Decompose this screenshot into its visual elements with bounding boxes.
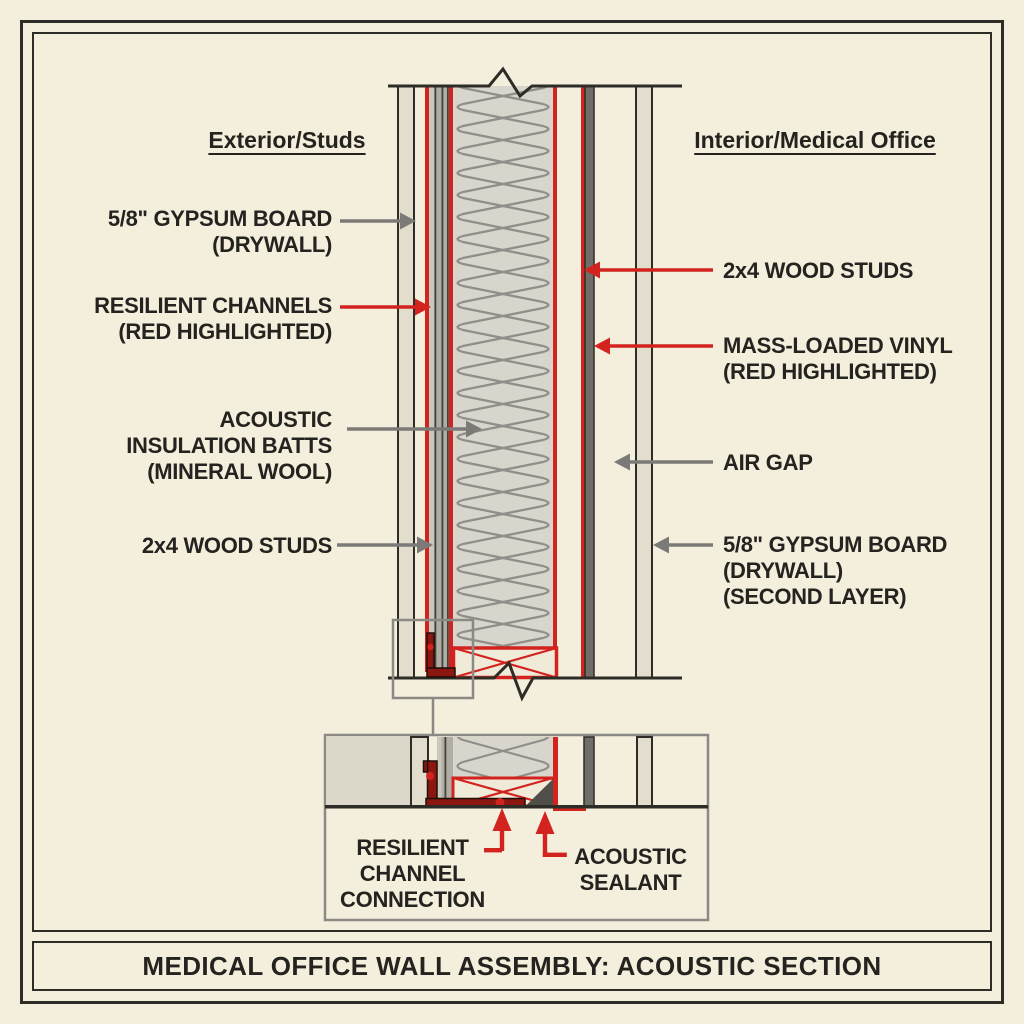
detail-view	[323, 733, 710, 922]
label-insulation: ACOUSTIC INSULATION BATTS (MINERAL WOOL)	[126, 407, 332, 484]
detail-insulation-pattern	[453, 737, 553, 778]
arrowhead-studs-left	[417, 536, 433, 554]
label-studs-right: 2x4 WOOD STUDS	[723, 258, 914, 283]
detail-acoustic-sealant	[526, 779, 553, 806]
arrowhead-mlv	[594, 337, 610, 355]
detail-arrow-sealant	[535, 811, 555, 834]
arrowhead-gypsum-left	[400, 212, 416, 230]
arrowhead-air-gap	[614, 453, 630, 471]
detail-left-panel	[327, 737, 412, 806]
insulation-batt-pattern	[453, 86, 553, 648]
layer-resilient-channel-highlight	[425, 86, 429, 672]
label-gypsum-right: 5/8" GYPSUM BOARD (DRYWALL) (SECOND LAYE…	[723, 532, 948, 609]
wall-top-break-line	[388, 66, 682, 99]
label-studs-left: 2x4 WOOD STUDS	[141, 533, 332, 558]
arrowhead-resilient-channels	[415, 298, 431, 316]
resilient-channel-foot	[426, 667, 456, 678]
annotation-arrows	[337, 212, 713, 554]
layer-cavity-left-red-line	[449, 86, 453, 672]
label-gypsum-left: 5/8" GYPSUM BOARD (DRYWALL)	[107, 206, 332, 257]
resilient-channel-profile	[426, 632, 435, 672]
layer-gypsum-exterior	[397, 85, 415, 679]
layer-mass-loaded-vinyl	[584, 85, 595, 679]
channel-seam	[434, 86, 437, 670]
channel-seam	[447, 86, 449, 670]
channel-seam	[441, 86, 444, 670]
arrowhead-gypsum-right	[653, 536, 669, 554]
detail-arrow-elbow	[484, 848, 502, 853]
detail-arrow-shaft	[542, 833, 548, 857]
detail-gypsum-interior	[636, 736, 653, 807]
detail-stud-strip-light	[437, 737, 442, 800]
arrowhead-studs-right	[584, 261, 600, 279]
label-acoustic-sealant: ACOUSTIC SEALANT	[574, 844, 687, 895]
layer-mlv-highlight	[581, 86, 585, 678]
detail-mass-loaded-vinyl	[583, 736, 595, 807]
detail-stud-seam	[444, 737, 447, 800]
page-title: MEDICAL OFFICE WALL ASSEMBLY: ACOUSTIC S…	[142, 950, 882, 981]
main-wall-section	[388, 66, 682, 736]
detail-channel-bar	[426, 760, 438, 802]
channel-strip-light	[429, 86, 434, 670]
label-resilient-channel-connection: RESILIENT CHANNEL CONNECTION	[340, 835, 485, 912]
inner-frame	[32, 32, 992, 932]
bottom-plate-x	[453, 646, 557, 679]
detail-channel-dot-top	[426, 772, 434, 780]
arrowhead-insulation	[466, 420, 482, 438]
detail-arrow-elbow	[542, 852, 567, 857]
layer-gypsum-interior	[635, 85, 653, 679]
detail-arrow-channel-connection	[492, 808, 512, 831]
label-mlv: MASS-LOADED VINYL (RED HIGHLIGHTED)	[723, 333, 953, 384]
detail-channel-dot-foot	[495, 798, 505, 807]
outer-frame	[20, 20, 1004, 1004]
detail-mlv-highlight-vertical	[553, 737, 558, 810]
heading-interior: Interior/Medical Office	[694, 127, 936, 153]
detail-arrow-shaft	[499, 830, 505, 851]
label-air-gap: AIR GAP	[723, 450, 813, 475]
channel-fastener-dot	[427, 643, 434, 651]
detail-floor-line	[325, 805, 708, 809]
label-resilient-channels: RESILIENT CHANNELS (RED HIGHLIGHTED)	[94, 293, 332, 344]
heading-exterior: Exterior/Studs	[208, 127, 366, 153]
layer-cavity-right-red-line	[553, 86, 557, 648]
title-bar: MEDICAL OFFICE WALL ASSEMBLY: ACOUSTIC S…	[32, 941, 992, 991]
wall-bottom-break-line	[388, 660, 682, 702]
